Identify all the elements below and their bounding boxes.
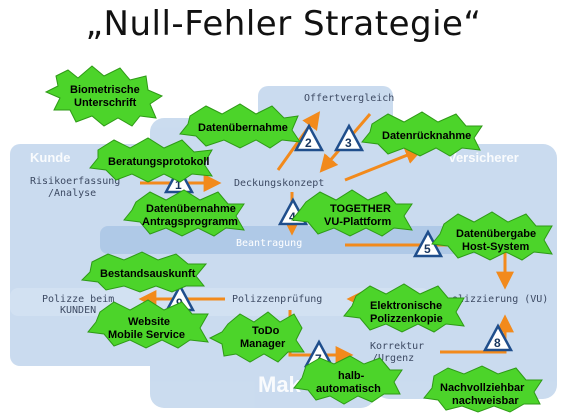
region-label-kunde: Kunde bbox=[30, 150, 70, 165]
callout-halbautomatisch-2: automatisch bbox=[316, 383, 381, 395]
burst-antragsprogramm-shape bbox=[123, 189, 245, 237]
arrow-korrektur-to-vu bbox=[440, 314, 514, 354]
burst-datenuebergabe-shape bbox=[431, 211, 553, 261]
badge-2: 2 bbox=[293, 123, 325, 152]
step-deckungskonzept: Deckungskonzept bbox=[234, 178, 324, 189]
region-versicherer-box bbox=[375, 144, 557, 399]
slide-title: „Null-Fehler Strategie“ bbox=[85, 4, 482, 44]
burst-elektronische-shape bbox=[343, 283, 465, 333]
callout-elektronische-2: Polizzenkopie bbox=[370, 313, 443, 325]
step-risikoerfassung: Risikoerfassung bbox=[30, 176, 120, 187]
step-risikoerfassung-2: /Analyse bbox=[48, 188, 96, 199]
callout-website-2: Mobile Service bbox=[108, 329, 185, 341]
callout-antragsprogramm: Datenübernahme bbox=[146, 203, 236, 215]
callout-nachvollziehbar: Nachvollziehbar bbox=[440, 382, 525, 394]
callout-biometrische: Biometrische bbox=[70, 84, 140, 96]
badge-3: 3 bbox=[333, 123, 365, 152]
callout-beratungsprotokoll: Beratungsprotokoll bbox=[108, 156, 209, 168]
burst-datenruecknahme-shape bbox=[361, 111, 483, 157]
callout-datenuebergabe-2: Host-System bbox=[462, 241, 529, 253]
callout-together: TOGETHER bbox=[330, 203, 391, 215]
svg-text:2: 2 bbox=[305, 136, 312, 150]
burst-nachvollziehbar-shape bbox=[423, 365, 543, 413]
callout-halbautomatisch: halb- bbox=[338, 370, 365, 382]
svg-text:1: 1 bbox=[175, 178, 182, 192]
step-korrektur: Korrektur bbox=[370, 341, 424, 352]
region-label-makler: Mak bbox=[258, 372, 302, 397]
callout-datenruecknahme: Datenrücknahme bbox=[382, 130, 471, 142]
burst-bestandsauskunft-shape bbox=[80, 251, 208, 293]
step-offertvergleich: Offertvergleich bbox=[304, 93, 394, 104]
step-polizzierung: olizzierung (VU) bbox=[452, 294, 548, 305]
step-korrektur-2: /Urgenz bbox=[372, 353, 414, 364]
callout-biometrische-2: Unterschrift bbox=[74, 97, 137, 109]
step-polizze-kunden: Polizze beim bbox=[42, 294, 114, 305]
burst-todo-shape bbox=[208, 311, 305, 363]
callout-together-2: VU-Plattform bbox=[324, 216, 391, 228]
burst-together-shape bbox=[291, 189, 413, 237]
callout-todo: ToDo bbox=[252, 325, 280, 337]
callout-datenuebernahme: Datenübernahme bbox=[198, 122, 288, 134]
callout-nachvollziehbar-2: nachweisbar bbox=[452, 395, 519, 407]
burst-website-shape bbox=[87, 299, 209, 349]
step-polizze-kunden-2: KUNDEN bbox=[60, 305, 96, 316]
callout-website: Website bbox=[128, 316, 170, 328]
svg-text:5: 5 bbox=[424, 242, 431, 256]
callout-bestandsauskunft: Bestandsauskunft bbox=[100, 268, 196, 280]
callout-elektronische: Elektronische bbox=[370, 300, 442, 312]
callout-datenuebergabe: Datenübergabe bbox=[456, 228, 536, 240]
svg-text:8: 8 bbox=[494, 336, 501, 350]
burst-beratungsprotokoll-shape bbox=[89, 137, 214, 183]
arrow-deckung-to-versicherer bbox=[344, 146, 424, 182]
callouts bbox=[44, 65, 553, 413]
svg-text:4: 4 bbox=[289, 210, 296, 224]
region-label-versicherer: Versicherer bbox=[448, 150, 519, 165]
callout-todo-2: Manager bbox=[240, 338, 286, 350]
step-polizzenpruefung: Polizzenprüfung bbox=[232, 294, 322, 305]
callout-antragsprogramm-2: Antragsprogramm bbox=[142, 216, 238, 228]
burst-halbautomatisch-shape bbox=[293, 355, 403, 405]
badge-8: 8 bbox=[482, 323, 514, 352]
svg-text:3: 3 bbox=[345, 136, 352, 150]
step-beantragung: Beantragung bbox=[236, 238, 302, 249]
burst-biometrische-shape bbox=[44, 65, 164, 127]
burst-datenuebernahme-shape bbox=[179, 103, 302, 149]
